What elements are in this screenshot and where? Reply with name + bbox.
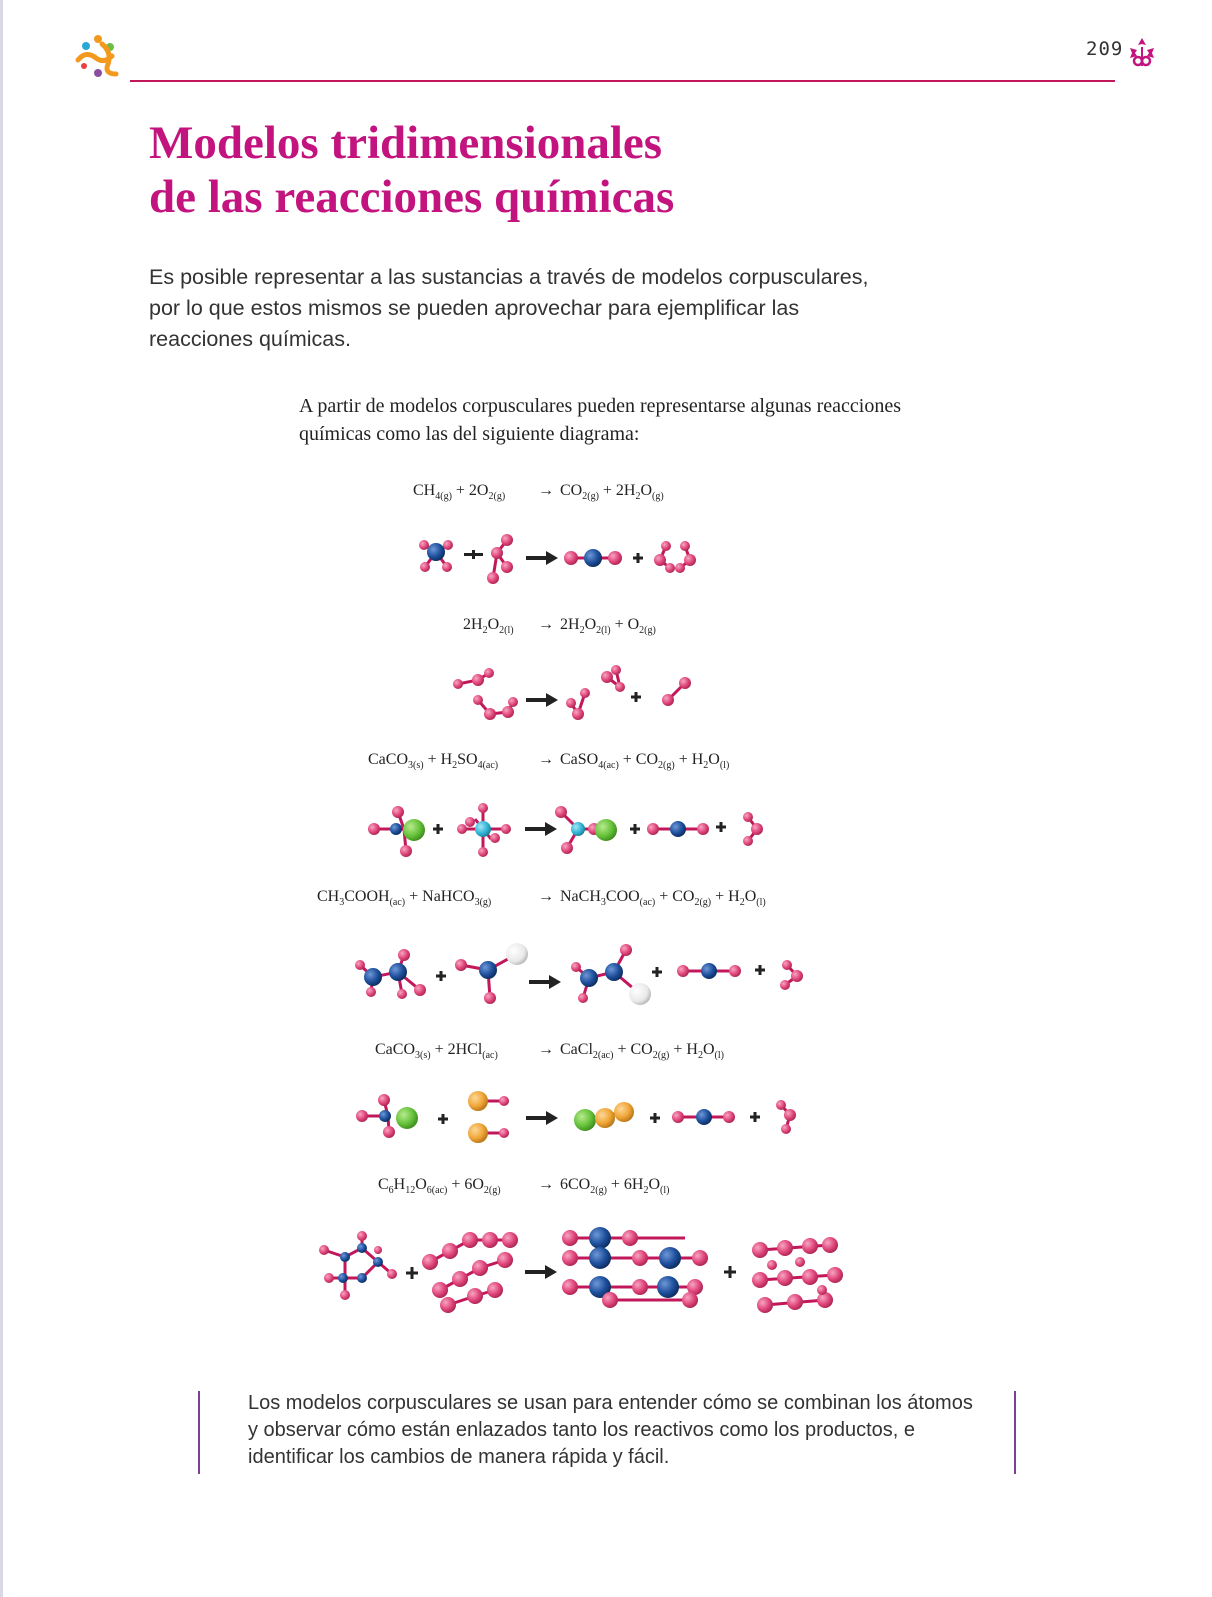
title-line-2: de las reacciones químicas xyxy=(149,171,675,223)
page-title: Modelos tridimensionales de las reaccion… xyxy=(149,116,674,224)
page-edge xyxy=(0,0,3,1597)
diagram-caption: A partir de modelos corpusculares pueden… xyxy=(299,395,901,445)
title-line-1: Modelos tridimensionales xyxy=(149,117,663,169)
equation-4-product: →NaCH3COO(ac) + CO2(g) + H2O(l) xyxy=(538,888,766,909)
equation-6: C6H12O6(ac) + 6O2(g) xyxy=(378,1176,501,1197)
sep-logo-icon xyxy=(75,35,119,77)
equation-1: CH4(g) + 2O2(g) xyxy=(413,482,506,503)
note-right-bar xyxy=(1014,1391,1016,1474)
equation-5-product: →CaCl2(ac) + CO2(g) + H2O(l) xyxy=(538,1041,724,1062)
equation-5: CaCO3(s) + 2HCl(ac) xyxy=(375,1041,498,1062)
page-number: 209 xyxy=(1086,38,1124,60)
equation-4: CH3COOH(ac) + NaHCO3(g) xyxy=(317,888,492,909)
equation-2-product: →2H2O2(l) + O2(g) xyxy=(538,616,656,637)
note-left-bar xyxy=(198,1391,200,1474)
ornament-icon xyxy=(1130,38,1154,67)
equation-3-product: →CaSO4(ac) + CO2(g) + H2O(l) xyxy=(538,751,730,772)
equation-2: 2H2O2(l) xyxy=(463,616,514,637)
equation-6-product: →6CO2(g) + 6H2O(l) xyxy=(538,1176,670,1197)
header-rule xyxy=(130,80,1115,82)
equation-1-product: →CO2(g) + 2H2O(g) xyxy=(538,482,664,503)
note-paragraph: Los modelos corpusculares se usan para e… xyxy=(248,1392,973,1468)
equation-3: CaCO3(s) + H2SO4(ac) xyxy=(368,751,499,772)
intro-paragraph: Es posible representar a las sustancias … xyxy=(149,265,869,351)
